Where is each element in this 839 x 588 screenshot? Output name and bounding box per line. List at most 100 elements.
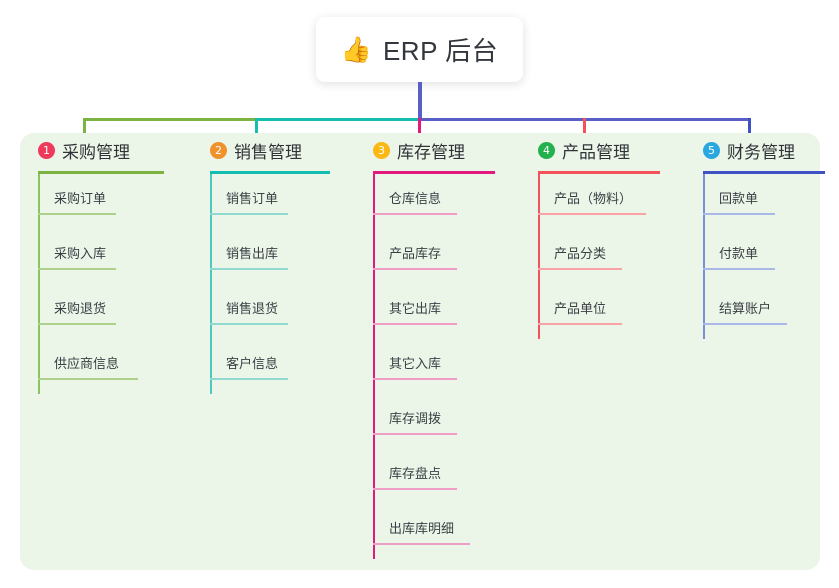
bus-segment-2	[255, 118, 418, 121]
branch-underline	[38, 171, 164, 174]
leaf-underline	[38, 323, 116, 325]
leaf-underline	[373, 323, 457, 325]
leaf-label: 销售出库	[226, 246, 279, 261]
leaf-underline	[538, 268, 622, 270]
leaf-underline	[538, 213, 646, 215]
leaf-underline	[373, 213, 457, 215]
leaf-node[interactable]: 产品（物料）	[520, 174, 695, 229]
leaf-label: 回款单	[719, 191, 759, 206]
branch-spine	[38, 174, 40, 394]
leaf-node[interactable]: 库存盘点	[355, 449, 525, 504]
branch-underline	[210, 171, 330, 174]
leaf-label: 仓库信息	[389, 191, 442, 206]
leaf-label: 产品单位	[554, 301, 607, 316]
leaf-label: 采购订单	[54, 191, 107, 206]
leaf-node[interactable]: 其它出库	[355, 284, 525, 339]
bus-segment-4	[700, 118, 748, 121]
branch-title: 库存管理	[397, 142, 465, 162]
leaf-node[interactable]: 销售退货	[192, 284, 357, 339]
branch-header-4[interactable]: 4 产品管理	[520, 133, 695, 167]
branch-number-badge: 3	[373, 141, 390, 159]
branch-column-3: 3 库存管理仓库信息产品库存其它出库其它入库库存调拨库存盘点出库库明细	[355, 133, 525, 559]
leaf-node[interactable]: 产品库存	[355, 229, 525, 284]
leaf-node[interactable]: 其它入库	[355, 339, 525, 394]
branch-body: 仓库信息产品库存其它出库其它入库库存调拨库存盘点出库库明细	[355, 174, 525, 559]
leaf-underline	[373, 268, 457, 270]
leaf-underline	[373, 378, 457, 380]
root-node[interactable]: 👍 ERP 后台	[316, 17, 523, 82]
leaf-underline	[373, 488, 457, 490]
branch-number-badge: 1	[38, 141, 55, 159]
leaf-label: 产品（物料）	[554, 191, 633, 206]
leaf-node[interactable]: 产品单位	[520, 284, 695, 339]
drop-line-1	[83, 118, 86, 140]
branch-body: 采购订单采购入库采购退货供应商信息	[20, 174, 190, 394]
drop-line-4	[583, 118, 586, 140]
branch-number-badge: 4	[538, 141, 555, 159]
branch-underline	[538, 171, 660, 174]
thumbs-up-icon: 👍	[340, 35, 372, 64]
branch-header-3[interactable]: 3 库存管理	[355, 133, 525, 167]
leaf-label: 销售订单	[226, 191, 279, 206]
branch-spine	[703, 174, 705, 339]
leaf-underline	[210, 268, 288, 270]
branch-header-5[interactable]: 5 财务管理	[685, 133, 835, 167]
branch-spine	[373, 174, 375, 559]
branch-column-5: 5 财务管理回款单付款单结算账户	[685, 133, 835, 339]
leaf-underline	[373, 433, 457, 435]
drop-line-5	[748, 118, 751, 140]
leaf-label: 客户信息	[226, 356, 279, 371]
branch-body: 产品（物料） 产品分类产品单位	[520, 174, 695, 339]
leaf-node[interactable]: 产品分类	[520, 229, 695, 284]
branch-spine	[210, 174, 212, 394]
leaf-node[interactable]: 结算账户	[685, 284, 835, 339]
root-title: ERP 后台	[382, 36, 499, 66]
leaf-label: 销售退货	[226, 301, 279, 316]
leaf-underline	[703, 268, 775, 270]
leaf-node[interactable]: 销售订单	[192, 174, 357, 229]
leaf-node[interactable]: 出库库明细	[355, 504, 525, 559]
branch-body: 回款单付款单结算账户	[685, 174, 835, 339]
leaf-node[interactable]: 付款单	[685, 229, 835, 284]
leaf-underline	[703, 213, 775, 215]
branch-body: 销售订单销售出库销售退货客户信息	[192, 174, 357, 394]
leaf-underline	[538, 323, 622, 325]
branch-title: 产品管理	[562, 142, 630, 162]
drop-line-3	[418, 118, 421, 140]
leaf-label: 供应商信息	[54, 356, 120, 371]
leaf-underline	[373, 543, 470, 545]
leaf-node[interactable]: 客户信息	[192, 339, 357, 394]
leaf-label: 库存盘点	[389, 466, 442, 481]
leaf-underline	[210, 213, 288, 215]
leaf-underline	[210, 323, 288, 325]
leaf-node[interactable]: 销售出库	[192, 229, 357, 284]
leaf-node[interactable]: 回款单	[685, 174, 835, 229]
leaf-underline	[210, 378, 288, 380]
leaf-underline	[38, 268, 116, 270]
leaf-node[interactable]: 采购订单	[20, 174, 190, 229]
leaf-node[interactable]: 仓库信息	[355, 174, 525, 229]
leaf-underline	[703, 323, 787, 325]
leaf-label: 产品分类	[554, 246, 607, 261]
leaf-label: 其它入库	[389, 356, 442, 371]
leaf-node[interactable]: 库存调拨	[355, 394, 525, 449]
leaf-underline	[38, 213, 116, 215]
branch-number-badge: 5	[703, 141, 720, 159]
leaf-node[interactable]: 供应商信息	[20, 339, 190, 394]
leaf-label: 采购退货	[54, 301, 107, 316]
leaf-label: 其它出库	[389, 301, 442, 316]
leaf-node[interactable]: 采购入库	[20, 229, 190, 284]
leaf-underline	[38, 378, 138, 380]
leaf-label: 采购入库	[54, 246, 107, 261]
bus-segment-1	[83, 118, 255, 121]
leaf-label: 结算账户	[719, 301, 772, 316]
leaf-node[interactable]: 采购退货	[20, 284, 190, 339]
branch-title: 销售管理	[234, 142, 302, 162]
branch-title: 财务管理	[727, 142, 795, 162]
